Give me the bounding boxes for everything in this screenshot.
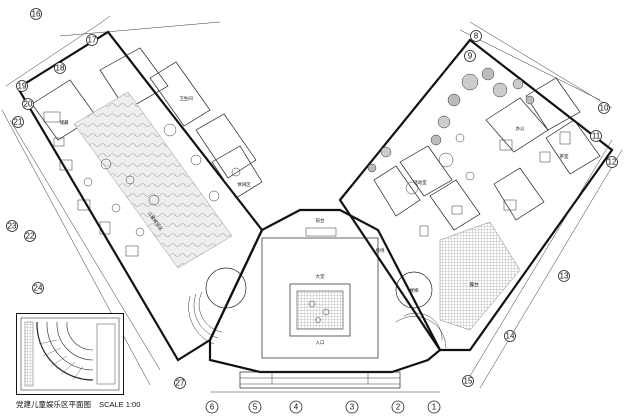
label-lobby: 大堂 xyxy=(316,273,325,280)
grid-bubble-label: 9 xyxy=(468,52,473,61)
grid-bubble-label: 1 xyxy=(432,403,437,412)
grid-bubble: 15 xyxy=(462,375,474,387)
bottom-grid-bubbles: 6 5 4 3 2 1 xyxy=(205,400,441,414)
grid-bubble-label: 3 xyxy=(350,403,355,412)
label-play-room: 活动室 xyxy=(413,179,427,186)
grid-bubble: 4 xyxy=(289,400,303,414)
grid-bubble-label: 19 xyxy=(18,82,27,91)
caption-scale: SCALE 1:00 xyxy=(99,400,141,409)
grid-bubble: 18 xyxy=(54,62,66,74)
grid-bubble: 19 xyxy=(16,80,28,92)
grid-bubble: 17 xyxy=(86,34,98,46)
label-storage: 储藏 xyxy=(60,119,69,126)
grid-bubble-label: 8 xyxy=(474,32,479,41)
right-wing-grid-bubbles: 8 9 10 11 12 13 14 15 xyxy=(462,30,618,387)
grid-bubble-label: 14 xyxy=(506,332,515,341)
right-wing xyxy=(338,21,623,389)
grid-bubble: 10 xyxy=(598,102,610,114)
grid-bubble-label: 4 xyxy=(294,403,299,412)
label-entry: 入口 xyxy=(316,340,325,346)
grid-bubble: 20 xyxy=(22,98,34,110)
grid-bubble-label: 23 xyxy=(8,222,17,231)
grid-bubble-label: 24 xyxy=(34,284,43,293)
grid-bubble: 9 xyxy=(464,50,476,62)
grid-bubble: 23 xyxy=(6,220,18,232)
inset-detail-view xyxy=(16,313,124,395)
grid-bubble-label: 13 xyxy=(560,272,569,281)
grid-bubble-label: 5 xyxy=(253,403,258,412)
grid-bubble-label: 12 xyxy=(608,158,617,167)
grid-bubble: 13 xyxy=(558,270,570,282)
grid-bubble-label: 22 xyxy=(26,232,35,241)
grid-bubble-label: 27 xyxy=(176,379,185,388)
grid-bubble-label: 18 xyxy=(56,64,65,73)
lobby-feature-floor xyxy=(296,290,344,330)
grid-bubble: 24 xyxy=(32,282,44,294)
grid-bubble: 6 xyxy=(205,400,219,414)
grid-bubble: 1 xyxy=(427,400,441,414)
grid-bubble: 12 xyxy=(606,156,618,168)
grid-bubble: 14 xyxy=(504,330,516,342)
caption-title: 党建儿童娱乐区平面图 xyxy=(16,400,91,409)
label-right-lounge: 茶室 xyxy=(560,153,569,159)
label-office: 办公 xyxy=(516,125,525,132)
label-toilet: 卫生间 xyxy=(179,95,193,102)
grid-bubble-label: 16 xyxy=(32,10,41,19)
grid-bubble-label: 15 xyxy=(464,377,473,386)
label-lounge: 休闲区 xyxy=(237,181,251,188)
drawing-caption: 党建儿童娱乐区平面图 SCALE 1:00 xyxy=(16,399,140,410)
terrace-floor xyxy=(439,221,521,331)
grid-bubble: 5 xyxy=(248,400,262,414)
inset-stair-drawing xyxy=(20,317,120,391)
label-front-desk: 前台 xyxy=(316,217,325,224)
grid-bubble-label: 6 xyxy=(210,403,215,412)
grid-bubble-label: 17 xyxy=(88,36,97,45)
grid-bubble: 27 xyxy=(174,377,186,389)
grid-bubble-label: 21 xyxy=(14,118,23,127)
grid-bubble: 22 xyxy=(24,230,36,242)
grid-bubble-label: 20 xyxy=(24,100,33,109)
grid-bubble-label: 10 xyxy=(600,104,609,113)
label-reception: 接待 xyxy=(376,247,385,254)
grid-bubble-label: 2 xyxy=(396,403,401,412)
grid-bubble: 11 xyxy=(590,130,602,142)
central-lobby xyxy=(208,208,442,389)
grid-bubble: 8 xyxy=(470,30,482,42)
grid-bubble: 2 xyxy=(391,400,405,414)
left-wing xyxy=(1,15,264,386)
grid-bubble-label: 11 xyxy=(592,132,601,141)
grid-bubble: 3 xyxy=(345,400,359,414)
label-circle-right: 楼梯 xyxy=(410,287,419,294)
label-terrace: 露台 xyxy=(470,281,479,288)
grid-bubble: 16 xyxy=(30,8,42,20)
grid-bubble: 21 xyxy=(12,116,24,128)
